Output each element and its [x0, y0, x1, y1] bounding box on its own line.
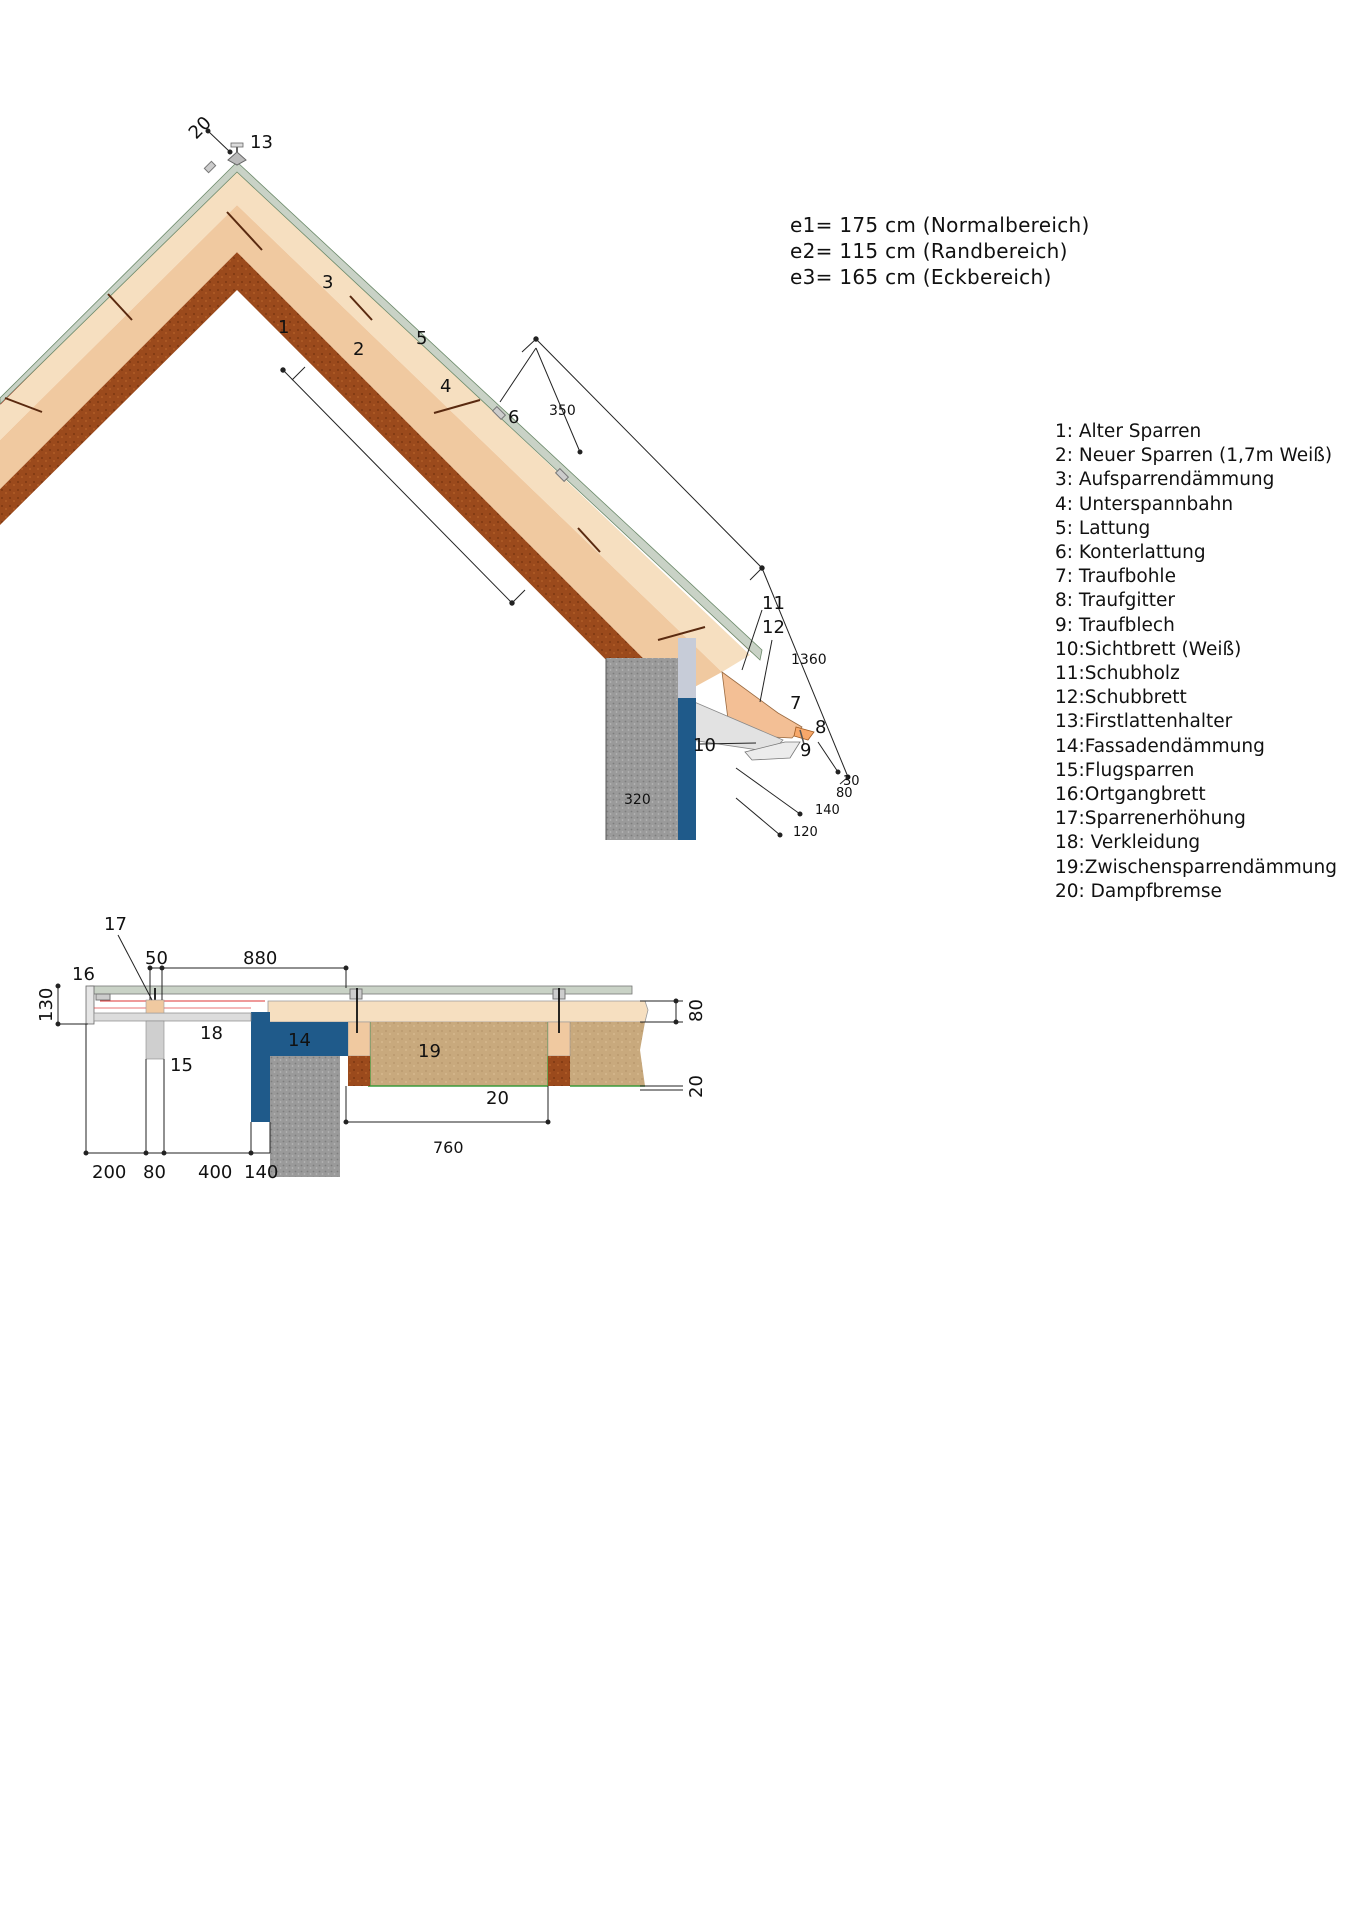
legend-item: 11:Schubholz — [1055, 663, 1180, 685]
legend-item: 7: Traufbohle — [1055, 566, 1176, 588]
verge-plan-drawing: 14 15 16 17 18 19 20 50 880 130 80 20 76… — [36, 914, 707, 1183]
plan-dim-760: 760 — [433, 1138, 464, 1157]
plan-old-rafter — [348, 1056, 370, 1086]
section-label-9: 9 — [800, 740, 811, 761]
dim-counter: 350 — [549, 403, 576, 419]
cladding-strip — [678, 638, 696, 698]
legend-item: 3: Aufsparrendämmung — [1055, 469, 1275, 491]
dim-slope: 1360 — [791, 652, 827, 668]
new-rafter — [0, 205, 722, 695]
dim-ridge: 20 — [185, 112, 216, 143]
plan-label-14: 14 — [288, 1030, 311, 1051]
ridge-holder — [227, 151, 247, 166]
legend-item: 2: Neuer Sparren (1,7m Weiß) — [1055, 445, 1333, 467]
plan-dimension-lines — [55, 934, 683, 1156]
plan-counter-batten — [95, 993, 111, 1001]
plan-dim-140: 140 — [244, 1162, 278, 1183]
section-label-13: 13 — [250, 132, 273, 153]
section-label-4: 4 — [440, 376, 451, 397]
section-label-10: 10 — [693, 735, 716, 756]
legend-item: 15:Flugsparren — [1055, 759, 1195, 781]
plan-dim-200: 200 — [92, 1162, 126, 1183]
section-label-12: 12 — [762, 617, 785, 638]
section-label-2: 2 — [353, 339, 364, 360]
dim-wall: 320 — [624, 792, 651, 808]
plan-verge-board — [85, 985, 95, 1025]
legend-item: 16:Ortgangbrett — [1055, 784, 1206, 806]
plan-dim-400: 400 — [198, 1162, 232, 1183]
legend-item: 17:Sparrenerhöhung — [1055, 808, 1246, 830]
section-label-11: 11 — [762, 593, 785, 614]
legend-item: 19:Zwischensparrendämmung — [1055, 856, 1337, 878]
note-e3: e3= 165 cm (Eckbereich) — [790, 265, 1052, 289]
legend-item: 13:Firstlattenhalter — [1055, 711, 1233, 733]
plan-dim-80-right: 80 — [686, 999, 707, 1022]
plan-old-rafter — [548, 1056, 570, 1086]
section-label-6: 6 — [508, 407, 519, 428]
section-label-3: 3 — [322, 272, 333, 293]
ridge-holder-cap — [230, 142, 244, 148]
legend-item: 12:Schubbrett — [1055, 687, 1187, 709]
dim-80: 80 — [836, 786, 853, 801]
dim-30: 30 — [843, 774, 860, 789]
legend-item: 9: Traufblech — [1055, 614, 1175, 636]
dim-140: 140 — [815, 803, 840, 818]
plan-dim-50: 50 — [145, 948, 168, 969]
legend-item: 1: Alter Sparren — [1055, 421, 1202, 442]
plan-flying-rafter — [145, 1020, 165, 1060]
plan-dim-130: 130 — [36, 988, 57, 1022]
plan-new-rafter — [347, 1021, 371, 1057]
eave-fascia — [793, 726, 815, 741]
roof-section-drawing: 1 2 3 4 5 6 7 8 9 10 11 12 13 20 350 136… — [0, 112, 860, 840]
counter-batten — [554, 467, 570, 483]
legend-item: 20: Dampfbremse — [1055, 880, 1222, 902]
dimension-lines — [205, 128, 851, 838]
plan-label-18: 18 — [200, 1023, 223, 1044]
counter-batten — [203, 160, 217, 174]
section-label-7: 7 — [790, 693, 801, 714]
note-e1: e1= 175 cm (Normalbereich) — [790, 213, 1090, 237]
legend-item: 14:Fassadendämmung — [1055, 735, 1265, 757]
plan-label-17: 17 — [104, 914, 127, 935]
plan-dim-20-right: 20 — [686, 1075, 707, 1098]
facade-insulation — [678, 695, 696, 840]
dim-120: 120 — [793, 825, 818, 840]
plan-dim-80: 80 — [143, 1162, 166, 1183]
plan-between-rafter-insulation — [348, 1022, 645, 1086]
legend-item: 8: Traufgitter — [1055, 590, 1176, 612]
plan-label-20: 20 — [486, 1088, 509, 1109]
plan-label-16: 16 — [72, 964, 95, 985]
legend-item: 5: Lattung — [1055, 517, 1151, 539]
legend-item: 4: Unterspannbahn — [1055, 493, 1234, 515]
masonry-wall — [606, 658, 680, 840]
fasteners — [4, 211, 706, 641]
legend: 1: Alter Sparren 2: Neuer Sparren (1,7m … — [1055, 420, 1337, 904]
legend-item: 10:Sichtbrett (Weiß) — [1055, 638, 1242, 660]
counter-batten — [491, 405, 507, 421]
section-label-5: 5 — [416, 328, 427, 349]
insulation-layer — [0, 168, 750, 672]
section-label-8: 8 — [815, 717, 826, 738]
plan-label-15: 15 — [170, 1055, 193, 1076]
eave-gutter-plate — [744, 741, 801, 761]
section-label-1: 1 — [278, 317, 289, 338]
plan-facade-insulation — [251, 1012, 348, 1122]
plan-cladding — [93, 1012, 252, 1022]
plan-insulation-board — [267, 1000, 649, 1023]
plan-label-19: 19 — [418, 1041, 441, 1062]
plan-counter-batten — [349, 988, 363, 1000]
eave-drip — [799, 729, 805, 745]
plan-masonry-wall — [270, 1056, 340, 1177]
legend-item: 18: Verkleidung — [1055, 832, 1201, 854]
legend-item: 6: Konterlattung — [1055, 542, 1206, 564]
plan-rafter-raise — [145, 999, 165, 1014]
note-e2: e2= 115 cm (Randbereich) — [790, 239, 1068, 263]
plan-dim-880: 880 — [243, 948, 277, 969]
